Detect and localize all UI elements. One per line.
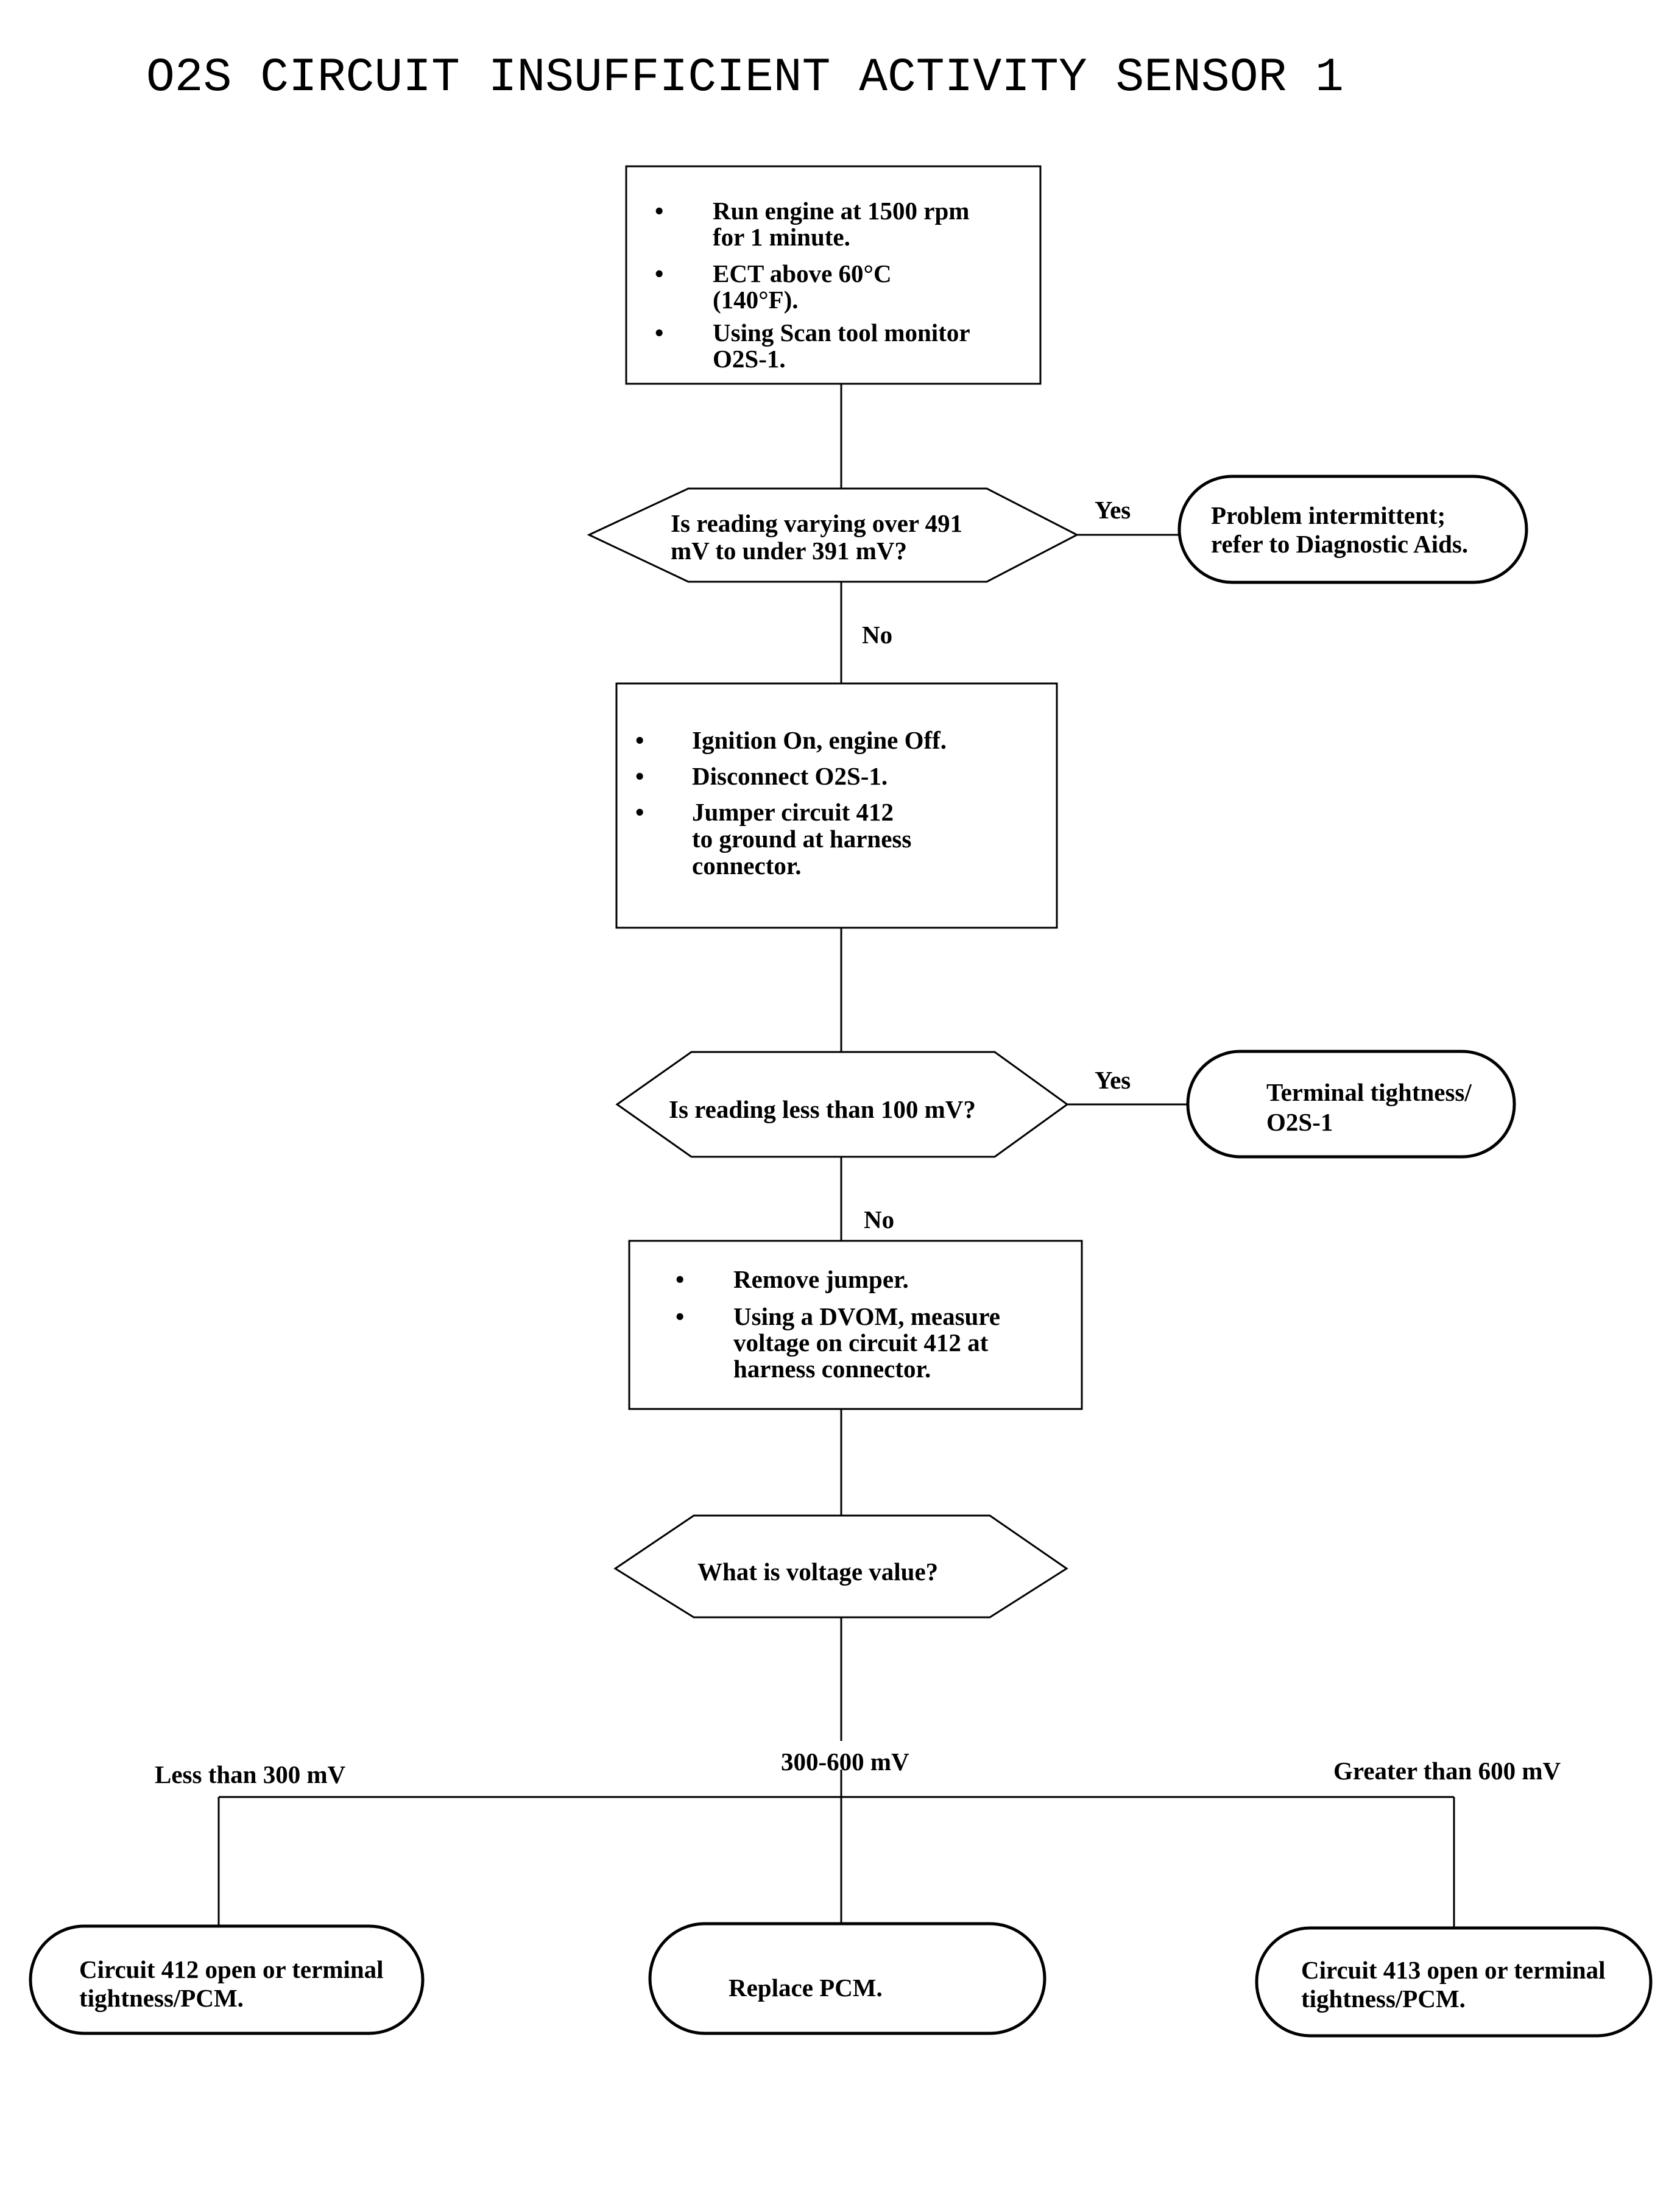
decision1-no-label: No bbox=[862, 621, 892, 649]
result1-line-2: refer to Diagnostic Aids. bbox=[1211, 530, 1468, 558]
result2: Terminal tightness/ O2S-1 bbox=[1186, 1050, 1516, 1159]
step3-box: • Remove jumper. • Using a DVOM, measure… bbox=[628, 1240, 1083, 1410]
outcome-high-line-2: tightness/PCM. bbox=[1301, 1985, 1466, 2013]
result2-line-2: O2S-1 bbox=[1266, 1108, 1333, 1136]
step3-bullet-2-dot: • bbox=[676, 1302, 684, 1330]
step1-bullet-2-dot: • bbox=[655, 259, 663, 288]
step1-bullet-3-line-1: Using Scan tool monitor bbox=[713, 319, 970, 347]
step3-bullet-2-line-2: voltage on circuit 412 at bbox=[733, 1329, 989, 1357]
decision1-line-1: Is reading varying over 491 bbox=[671, 509, 962, 537]
step3-bullet-2-line-3: harness connector. bbox=[733, 1355, 931, 1383]
step2-bullet-3-dot: • bbox=[635, 798, 644, 826]
decision1-yes-label: Yes bbox=[1095, 496, 1131, 524]
decision3-line-1: What is voltage value? bbox=[697, 1558, 938, 1586]
result1: Problem intermittent; refer to Diagnosti… bbox=[1177, 475, 1528, 584]
outcome-low: Circuit 412 open or terminal tightness/P… bbox=[29, 1924, 425, 2035]
outcome-high: Circuit 413 open or terminal tightness/P… bbox=[1255, 1926, 1653, 2038]
outcome-mid-line-1: Replace PCM. bbox=[729, 1974, 883, 2002]
step1-bullet-2-line-2: (140°F). bbox=[713, 286, 799, 314]
step1-bullet-3-line-2: O2S-1. bbox=[713, 345, 786, 373]
decision2-line-1: Is reading less than 100 mV? bbox=[669, 1095, 976, 1123]
outcome-mid-terminal bbox=[648, 1922, 1046, 2035]
step1-rect bbox=[625, 165, 1042, 385]
step2-bullet-1-dot: • bbox=[635, 726, 644, 754]
decision2-yes-label: Yes bbox=[1095, 1066, 1131, 1094]
branch-labels: Less than 300 mV 300-600 mV Greater than… bbox=[155, 1748, 1561, 1788]
step2-box: • Ignition On, engine Off. • Disconnect … bbox=[615, 682, 1058, 929]
step3-bullet-1-dot: • bbox=[676, 1265, 684, 1293]
step1-bullet-1-dot: • bbox=[655, 197, 663, 225]
result2-line-1: Terminal tightness/ bbox=[1266, 1078, 1472, 1106]
decision1: Is reading varying over 491 mV to under … bbox=[587, 487, 1131, 649]
step2-bullet-2-dot: • bbox=[635, 762, 644, 790]
diagram-title: O2S CIRCUIT INSUFFICIENT ACTIVITY SENSOR… bbox=[146, 51, 1344, 105]
step2-bullet-3-line-1: Jumper circuit 412 bbox=[692, 798, 894, 826]
step3-bullet-2-line-1: Using a DVOM, measure bbox=[733, 1302, 1000, 1330]
branch-low-label: Less than 300 mV bbox=[155, 1760, 346, 1788]
decision2-no-label: No bbox=[864, 1206, 894, 1234]
decision3: What is voltage value? bbox=[613, 1514, 1068, 1619]
decision1-hexagon bbox=[587, 487, 1079, 583]
decision1-line-2: mV to under 391 mV? bbox=[671, 537, 907, 565]
outcome-low-line-2: tightness/PCM. bbox=[79, 1984, 244, 2012]
decision2-hexagon bbox=[615, 1051, 1069, 1158]
decision2: Is reading less than 100 mV? Yes No bbox=[615, 1051, 1131, 1234]
step2-bullet-3-line-2: to ground at harness bbox=[692, 825, 911, 853]
outcome-low-terminal bbox=[29, 1924, 425, 2035]
outcome-high-terminal bbox=[1255, 1926, 1653, 2038]
outcome-low-line-1: Circuit 412 open or terminal bbox=[79, 1955, 384, 1983]
decision3-hexagon bbox=[613, 1514, 1068, 1619]
connectors bbox=[217, 384, 1455, 1928]
result1-terminal bbox=[1177, 475, 1528, 584]
outcome-mid: Replace PCM. bbox=[648, 1922, 1046, 2035]
step3-bullet-1-line-1: Remove jumper. bbox=[733, 1265, 909, 1293]
result1-line-1: Problem intermittent; bbox=[1211, 501, 1445, 529]
outcome-high-line-1: Circuit 413 open or terminal bbox=[1301, 1956, 1606, 1984]
step1-box: • Run engine at 1500 rpm for 1 minute. •… bbox=[625, 165, 1042, 385]
step2-bullet-2-line-1: Disconnect O2S-1. bbox=[692, 762, 888, 790]
step1-bullet-2-line-1: ECT above 60°C bbox=[713, 259, 892, 288]
step2-rect bbox=[615, 682, 1058, 929]
step1-bullet-1-line-1: Run engine at 1500 rpm bbox=[713, 197, 969, 225]
step2-bullet-3-line-3: connector. bbox=[692, 852, 802, 880]
step1-bullet-3-dot: • bbox=[655, 319, 663, 347]
step1-bullet-1-line-2: for 1 minute. bbox=[713, 223, 850, 251]
branch-high-label: Greater than 600 mV bbox=[1333, 1757, 1561, 1785]
step2-bullet-1-line-1: Ignition On, engine Off. bbox=[692, 726, 947, 754]
branch-mid-label: 300-600 mV bbox=[781, 1748, 909, 1776]
step3-rect bbox=[628, 1240, 1083, 1410]
result2-terminal bbox=[1186, 1050, 1516, 1159]
